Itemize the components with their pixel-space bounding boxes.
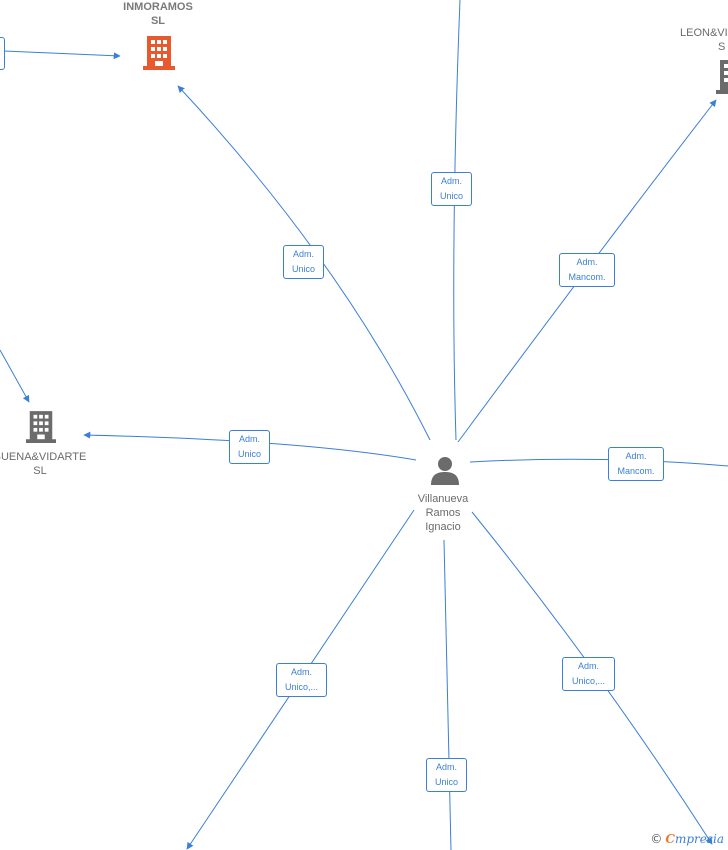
edge-label-line: Unico bbox=[291, 264, 315, 274]
edge-label-lower-left[interactable]: Adm. Unico,... bbox=[276, 663, 327, 697]
edge-label-line: Mancom. bbox=[617, 466, 655, 476]
edge-label-line: Unico,... bbox=[284, 682, 318, 692]
brand-initial: C bbox=[665, 832, 675, 846]
person-name-line: Ignacio bbox=[425, 521, 461, 533]
edge-label-line: Unico bbox=[237, 449, 261, 459]
edge-label-upper-right[interactable]: Adm. Mancom. bbox=[559, 253, 615, 287]
edge-left bbox=[83, 431, 417, 461]
edge-to-buena bbox=[0, 349, 30, 403]
empresia-logo: ©Cmpresia bbox=[650, 832, 724, 846]
company-name-line: SL bbox=[150, 15, 166, 27]
company-name-line: INMORAMOS bbox=[123, 1, 193, 13]
edge-stub-to-inmoramos bbox=[3, 50, 121, 60]
edge-label-left[interactable]: Adm. Unico bbox=[229, 430, 270, 464]
copyright-symbol: © bbox=[650, 832, 663, 846]
company-label-buena[interactable]: BUENA&VIDARTE SL bbox=[0, 450, 100, 478]
company-name-line: BUENA&VIDARTE bbox=[0, 451, 87, 463]
edge-label-line: Adm. bbox=[577, 661, 599, 671]
building-icon[interactable] bbox=[26, 410, 56, 444]
edge-label-line: Unico bbox=[434, 777, 458, 787]
building-icon[interactable] bbox=[716, 60, 728, 94]
edge-label-top[interactable]: Adm. Unico bbox=[431, 172, 472, 206]
edge-top bbox=[453, 0, 461, 441]
brand-rest: mpresia bbox=[674, 832, 724, 846]
company-label-inmoramos[interactable]: INMORAMOS SL bbox=[108, 0, 208, 28]
company-name-line: S bbox=[718, 41, 726, 53]
company-label-leon[interactable]: LEON&VI S bbox=[680, 26, 728, 54]
offscreen-node-box[interactable] bbox=[0, 37, 5, 70]
edge-label-line: Adm. bbox=[290, 667, 312, 677]
edge-bottom bbox=[443, 539, 452, 850]
edge-right bbox=[469, 458, 728, 467]
edge-label-lower-right[interactable]: Adm. Unico,... bbox=[562, 657, 615, 691]
edge-label-line: Adm. bbox=[292, 249, 314, 259]
edge-label-upper-left[interactable]: Adm. Unico bbox=[283, 245, 324, 279]
edge-label-line: Adm. bbox=[440, 176, 462, 186]
edge-label-line: Adm. bbox=[625, 451, 647, 461]
edge-label-line: Adm. bbox=[435, 762, 457, 772]
edge-label-line: Unico,... bbox=[571, 676, 605, 686]
edge-label-line: Unico bbox=[439, 191, 463, 201]
edge-label-bottom[interactable]: Adm. Unico bbox=[426, 758, 467, 792]
edge-label-line: Adm. bbox=[238, 434, 260, 444]
person-label[interactable]: Villanueva Ramos Ignacio bbox=[393, 492, 493, 534]
company-name-line: SL bbox=[33, 465, 47, 477]
edge-label-line: Adm. bbox=[576, 257, 598, 267]
edge-label-line: Mancom. bbox=[568, 272, 606, 282]
person-name-line: Ramos bbox=[425, 507, 461, 519]
person-name-line: Villanueva bbox=[417, 493, 469, 505]
building-icon[interactable] bbox=[143, 36, 175, 70]
company-name-line: LEON&VI bbox=[680, 27, 728, 39]
person-icon[interactable] bbox=[430, 455, 460, 485]
edge-label-right[interactable]: Adm. Mancom. bbox=[608, 447, 664, 481]
